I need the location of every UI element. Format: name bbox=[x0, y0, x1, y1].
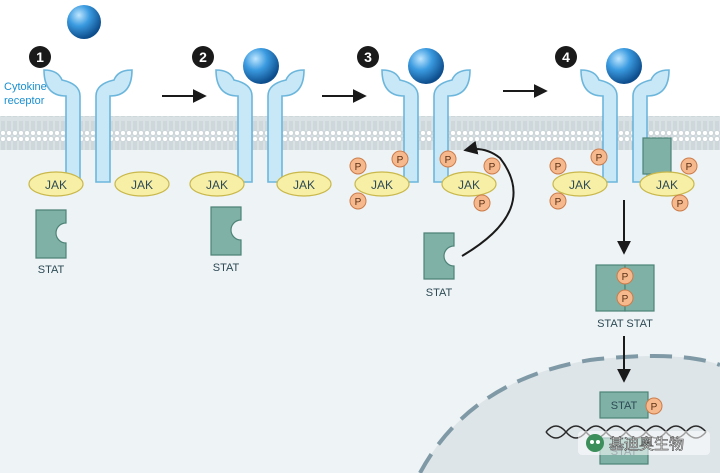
nuclear-stat-top bbox=[599, 391, 649, 419]
step-4: 4 JAK JAK P P P P P P P STAT ST bbox=[545, 46, 707, 465]
nuclear-envelope bbox=[418, 354, 720, 473]
phosphate-dot bbox=[590, 148, 608, 166]
phosphate-label: P bbox=[445, 155, 452, 166]
jak-label: JAK bbox=[458, 178, 480, 192]
jak-left-step-4 bbox=[552, 171, 608, 197]
phosphate-label: P bbox=[596, 153, 603, 164]
phosphate-label: P bbox=[622, 294, 629, 305]
watermark: 基迪奥生物 bbox=[578, 431, 710, 455]
jak-label: JAK bbox=[371, 178, 393, 192]
stat-monomer-step-2 bbox=[210, 206, 242, 256]
stat-recruitment-arrow bbox=[461, 140, 515, 257]
cytokine-ball-step-1 bbox=[67, 5, 101, 39]
watermark-backdrop bbox=[578, 431, 710, 455]
nuclear-stat-top-label: STAT bbox=[611, 400, 638, 412]
phosphate-dot bbox=[549, 192, 567, 210]
step-1: 1 Cytokine receptor JAK JAK STAT bbox=[4, 5, 170, 276]
step-badge-4 bbox=[555, 46, 577, 68]
wechat-icon-eye-left bbox=[590, 440, 594, 444]
phosphate-label: P bbox=[355, 162, 362, 173]
cell-membrane bbox=[0, 116, 720, 150]
stat-label: STAT bbox=[213, 262, 240, 274]
cytokine-ball-step-2 bbox=[243, 48, 279, 84]
jak-right-step-3 bbox=[441, 171, 497, 197]
phosphate-dot bbox=[473, 194, 491, 212]
jak-label: JAK bbox=[45, 178, 67, 192]
phosphate-label: P bbox=[479, 199, 486, 210]
stat-dimer: P P STAT STAT bbox=[595, 264, 655, 330]
step-number-1: 1 bbox=[36, 49, 44, 65]
stat-monomer-step-3 bbox=[423, 232, 455, 280]
phosphate-dot bbox=[549, 157, 567, 175]
phosphate-label: P bbox=[489, 162, 496, 173]
cytokine-ball-step-4 bbox=[606, 48, 642, 84]
step-2: 2 JAK JAK STAT bbox=[189, 46, 332, 274]
step-3: 3 JAK JAK P P P P P P STAT bbox=[349, 46, 515, 299]
jak-label: JAK bbox=[569, 178, 591, 192]
phosphate-label: P bbox=[651, 402, 658, 413]
wechat-icon-eye-right bbox=[596, 440, 600, 444]
phosphate-label: P bbox=[622, 272, 629, 283]
phosphate-label: P bbox=[397, 155, 404, 166]
step-badge-1 bbox=[29, 46, 51, 68]
phosphate-dot bbox=[349, 192, 367, 210]
jak-label: JAK bbox=[293, 178, 315, 192]
stat-label: STAT bbox=[38, 264, 65, 276]
phosphate-dot bbox=[680, 157, 698, 175]
jak-right-step-2 bbox=[276, 171, 332, 197]
step-number-2: 2 bbox=[199, 49, 207, 65]
cytokine-receptor-label-line1: Cytokine bbox=[4, 81, 47, 93]
cytokine-receptor-label-line2: receptor bbox=[4, 95, 45, 107]
stat-docked-step-4 bbox=[642, 137, 672, 175]
phosphate-dot bbox=[483, 157, 501, 175]
step-badge-3 bbox=[357, 46, 379, 68]
phosphate-label: P bbox=[677, 199, 684, 210]
cytokine-ball-step-3 bbox=[408, 48, 444, 84]
stat-label: STAT bbox=[426, 287, 453, 299]
jak-left-step-3 bbox=[354, 171, 410, 197]
phosphate-dot bbox=[645, 397, 663, 415]
stat-monomer-step-1 bbox=[35, 209, 67, 259]
jak-label: JAK bbox=[656, 178, 678, 192]
step-badge-2 bbox=[192, 46, 214, 68]
jak-right-step-1 bbox=[114, 171, 170, 197]
phosphate-dot bbox=[671, 194, 689, 212]
phosphate-group-step-3: P P P P P P bbox=[349, 150, 501, 212]
stat-dimer-label: STAT STAT bbox=[597, 318, 653, 330]
phosphate-group-step-4: P P P P P bbox=[549, 148, 698, 212]
phosphate-label: P bbox=[555, 197, 562, 208]
wechat-icon bbox=[586, 434, 604, 452]
step-number-3: 3 bbox=[364, 49, 372, 65]
phosphate-dot bbox=[616, 289, 634, 307]
phosphate-dot bbox=[349, 157, 367, 175]
phosphate-label: P bbox=[355, 197, 362, 208]
jak-label: JAK bbox=[131, 178, 153, 192]
jak-left-step-2 bbox=[189, 171, 245, 197]
jak-left-step-1 bbox=[28, 171, 84, 197]
jak-right-step-4 bbox=[639, 171, 695, 197]
jak-label: JAK bbox=[206, 178, 228, 192]
phosphate-dot bbox=[616, 267, 634, 285]
watermark-text: 基迪奥生物 bbox=[609, 436, 684, 453]
phosphate-label: P bbox=[555, 162, 562, 173]
phosphate-dot bbox=[439, 150, 457, 168]
phosphate-label: P bbox=[686, 162, 693, 173]
phosphate-dot bbox=[391, 150, 409, 168]
step-number-4: 4 bbox=[562, 49, 570, 65]
